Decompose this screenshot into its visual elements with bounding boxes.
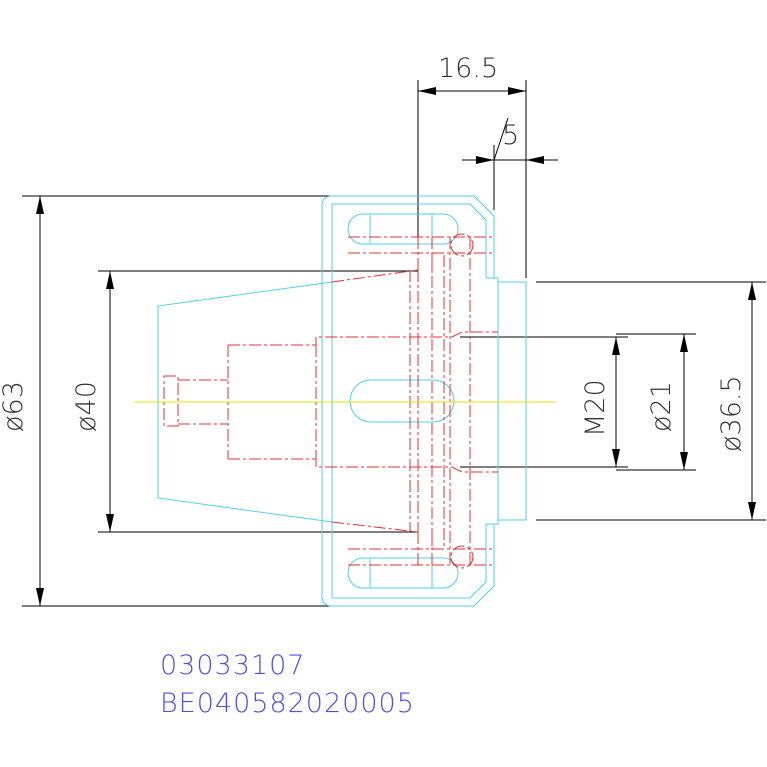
- dim-label-dia-40: ø40: [71, 381, 102, 432]
- dim-label-dia-36-5: ø36.5: [716, 375, 747, 452]
- part-code-1: 03033107: [160, 650, 305, 681]
- dimension-dia-36-5: ø36.5: [536, 281, 766, 521]
- part-outline: [157, 195, 527, 607]
- dim-label-dia-63: ø63: [0, 381, 29, 432]
- hidden-lines: [163, 233, 498, 569]
- dim-label-16-5: 16.5: [438, 53, 498, 84]
- dim-label-5: 5: [502, 120, 519, 151]
- dimension-5: 5: [462, 117, 558, 278]
- dimension-dia-40: ø40: [71, 270, 418, 533]
- dimension-dia-63: ø63: [0, 195, 330, 607]
- dimension-dia-21: ø21: [616, 333, 696, 471]
- dimension-16-5: 16.5: [417, 53, 527, 278]
- part-code-2: BE040582020005: [160, 688, 415, 719]
- dim-label-dia-21: ø21: [646, 381, 677, 432]
- dimension-m20: M20: [460, 336, 628, 468]
- dim-label-m20: M20: [580, 379, 611, 437]
